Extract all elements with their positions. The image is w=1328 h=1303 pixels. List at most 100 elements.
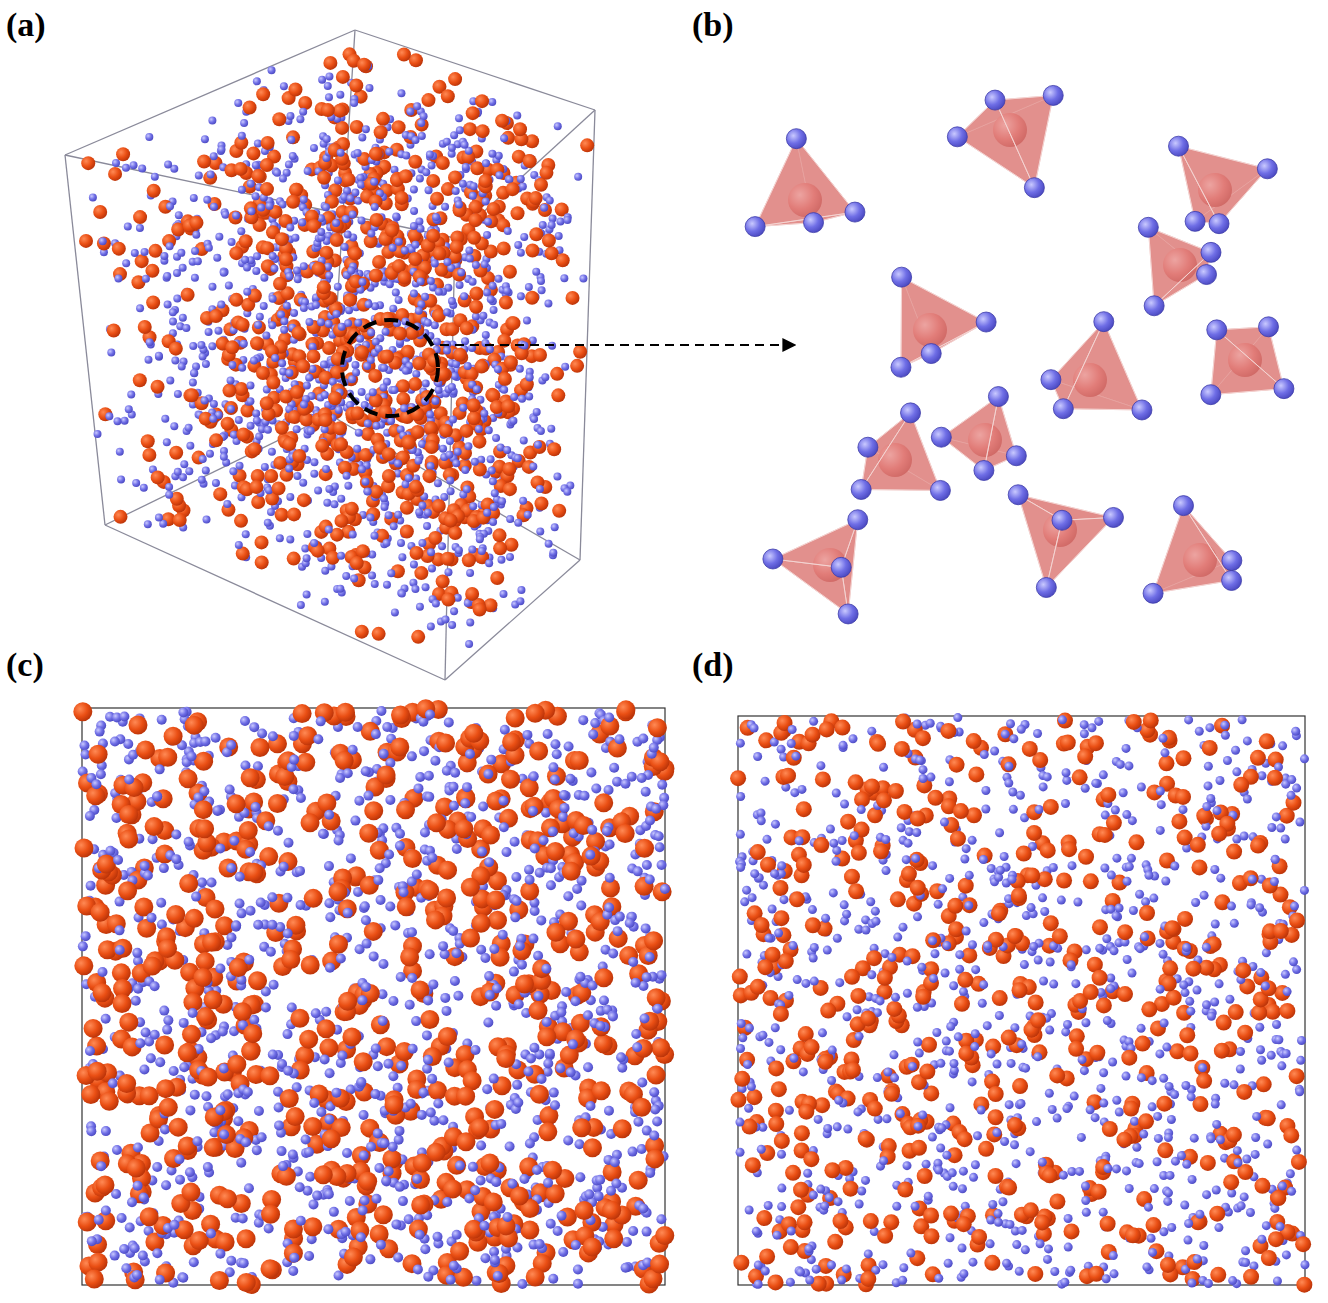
anion-atom xyxy=(448,297,456,305)
anion-atom xyxy=(277,311,285,319)
anion-atom xyxy=(560,274,568,282)
anion-atom xyxy=(421,293,429,301)
anion-atom xyxy=(212,479,220,487)
metal-atom xyxy=(385,223,399,237)
anion-atom xyxy=(485,559,493,567)
anion-atom xyxy=(242,530,250,538)
metal-atom xyxy=(236,427,250,441)
anion-atom xyxy=(185,424,193,432)
anion-atom xyxy=(402,367,410,375)
anion-atom xyxy=(227,376,235,384)
anion-atom xyxy=(367,230,375,238)
anion-atom xyxy=(463,485,471,493)
anion-atom xyxy=(555,232,563,240)
metal-atom xyxy=(260,396,274,410)
metal-atom xyxy=(397,271,411,285)
metal-atom xyxy=(221,417,235,431)
anion-atom xyxy=(500,134,508,142)
metal-atom xyxy=(272,112,286,126)
metal-atom xyxy=(222,384,236,398)
anion-atom xyxy=(334,176,342,184)
anion-atom xyxy=(122,259,130,267)
metal-atom xyxy=(511,206,525,220)
anion-atom xyxy=(433,338,441,346)
metal-atom xyxy=(93,205,107,219)
anion-atom xyxy=(455,201,463,209)
anion-atom xyxy=(472,261,480,269)
anion-atom xyxy=(304,167,312,175)
anion-atom xyxy=(191,274,199,282)
anion-atom xyxy=(325,485,333,493)
metal-atom xyxy=(323,56,337,70)
anion-atom xyxy=(332,310,340,318)
anion-atom xyxy=(299,479,307,487)
anion-atom xyxy=(358,133,366,141)
metal-atom xyxy=(396,392,410,406)
anion-atom xyxy=(483,288,491,296)
anion-atom xyxy=(354,149,362,157)
anion-atom xyxy=(468,546,476,554)
anion-atom xyxy=(500,590,508,598)
anion-atom xyxy=(520,233,528,241)
metal-atom xyxy=(349,79,363,93)
anion-atom xyxy=(364,487,372,495)
metal-atom xyxy=(312,262,326,276)
anion-atom xyxy=(227,405,235,413)
anion-atom xyxy=(434,479,442,487)
anion-atom xyxy=(186,442,194,450)
anion-atom xyxy=(296,115,304,123)
anion-atom xyxy=(366,514,374,522)
anion-atom xyxy=(487,295,495,303)
anion-atom xyxy=(448,383,456,391)
anion-atom xyxy=(427,548,435,556)
anion-atom xyxy=(369,388,377,396)
anion-atom xyxy=(450,607,458,615)
anion-atom xyxy=(266,202,274,210)
anion-atom xyxy=(221,211,229,219)
anion-atom xyxy=(285,369,293,377)
anion-atom xyxy=(305,318,313,326)
anion-atom xyxy=(337,149,345,157)
metal-atom xyxy=(243,101,257,115)
anion-atom xyxy=(553,472,561,480)
metal-atom xyxy=(275,508,289,522)
metal-atom xyxy=(251,495,265,509)
anion-atom xyxy=(321,391,329,399)
anion-atom xyxy=(246,397,254,405)
anion-atom xyxy=(325,72,333,80)
metal-atom xyxy=(142,448,156,462)
metal-atom xyxy=(355,625,369,639)
anion-atom xyxy=(416,175,424,183)
anion-atom xyxy=(343,472,351,480)
metal-atom xyxy=(460,321,474,335)
anion-atom xyxy=(202,466,210,474)
anion-atom xyxy=(411,585,419,593)
metal-atom xyxy=(463,122,477,136)
anion-atom xyxy=(532,268,540,276)
anion-atom xyxy=(541,373,549,381)
anion-atom xyxy=(494,365,502,373)
anion-atom xyxy=(444,568,452,576)
anion-atom xyxy=(338,323,346,331)
anion-atom xyxy=(194,257,202,265)
anion-atom xyxy=(94,430,102,438)
metal-atom xyxy=(529,191,543,205)
anion-atom xyxy=(208,283,216,291)
anion-atom xyxy=(267,508,275,516)
metal-atom xyxy=(465,587,479,601)
metal-atom xyxy=(261,136,275,150)
anion-atom xyxy=(422,379,430,387)
anion-atom xyxy=(324,82,332,90)
metal-atom xyxy=(409,546,423,560)
anion-atom xyxy=(264,426,272,434)
anion-atom xyxy=(192,231,200,239)
anion-atom xyxy=(254,321,262,329)
anion-atom xyxy=(337,495,345,503)
anion-atom xyxy=(469,278,477,286)
anion-atom xyxy=(325,526,333,534)
anion-atom xyxy=(220,453,228,461)
anion-atom xyxy=(488,98,496,106)
anion-atom xyxy=(253,417,261,425)
anion-atom xyxy=(517,586,525,594)
